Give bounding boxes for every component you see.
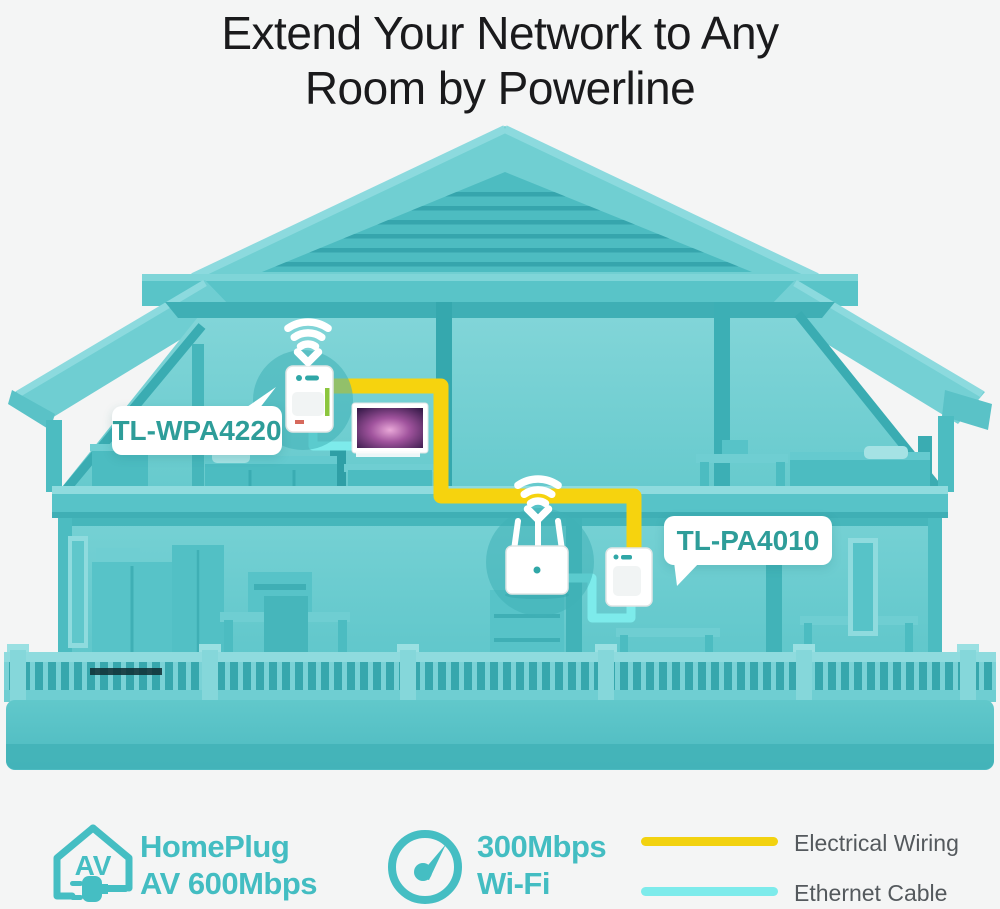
upper-right-desk (696, 440, 788, 492)
powerline-adapter-device (605, 547, 653, 607)
powerline-wifi-extender-device (285, 365, 334, 433)
legend-homeplug: HomePlug AV 600Mbps (140, 828, 318, 902)
wifi-speed-line2: Wi-Fi (477, 866, 550, 901)
wifi-speed-line1: 300Mbps (477, 829, 607, 864)
side-table (616, 628, 720, 658)
speedometer-icon (388, 830, 462, 904)
title-line-2: Room by Powerline (304, 62, 696, 114)
attic-band (142, 274, 858, 306)
gable-vent-louvers (262, 192, 752, 267)
electrical-wiring-path (333, 378, 642, 556)
bubble-tail (674, 562, 700, 586)
av-icon-text: AV (75, 850, 112, 881)
homeplug-line2: AV 600Mbps (140, 866, 318, 901)
tv-device (351, 402, 429, 457)
porch-fence (4, 644, 996, 702)
ethernet-cable-swatch (641, 887, 778, 896)
roof-pediment (190, 125, 820, 281)
homeplug-line1: HomePlug (140, 829, 290, 864)
electrical-wiring-label: Electrical Wiring (794, 830, 959, 856)
label-bubble-pa4010: TL-PA4010 (664, 516, 832, 586)
title-line-1: Extend Your Network to Any (221, 7, 779, 59)
adapter1-label: TL-WPA4220 (112, 414, 282, 446)
ethernet-cable-label: Ethernet Cable (794, 880, 948, 906)
desk-and-chair (220, 572, 350, 658)
wifi-signal-icon (284, 318, 332, 367)
router-device (505, 515, 569, 599)
label-bubble-wpa4220: TL-WPA4220 (112, 387, 282, 455)
page-title: Extend Your Network to Any Room by Power… (0, 6, 1000, 116)
wifi-signal-icon-2 (514, 475, 562, 524)
electrical-wiring-swatch (641, 837, 778, 846)
fence-posts (7, 644, 979, 702)
right-room-table (800, 538, 918, 658)
fridge-cabinet (92, 545, 224, 658)
window-frame (68, 536, 88, 648)
bubble-tail (244, 387, 276, 409)
legend-wifi-speed: 300Mbps Wi-Fi (477, 828, 607, 902)
adapter2-label: TL-PA4010 (676, 524, 820, 556)
homeplug-av-house-plug-icon: AV (53, 824, 133, 902)
foundation-base (6, 700, 994, 770)
